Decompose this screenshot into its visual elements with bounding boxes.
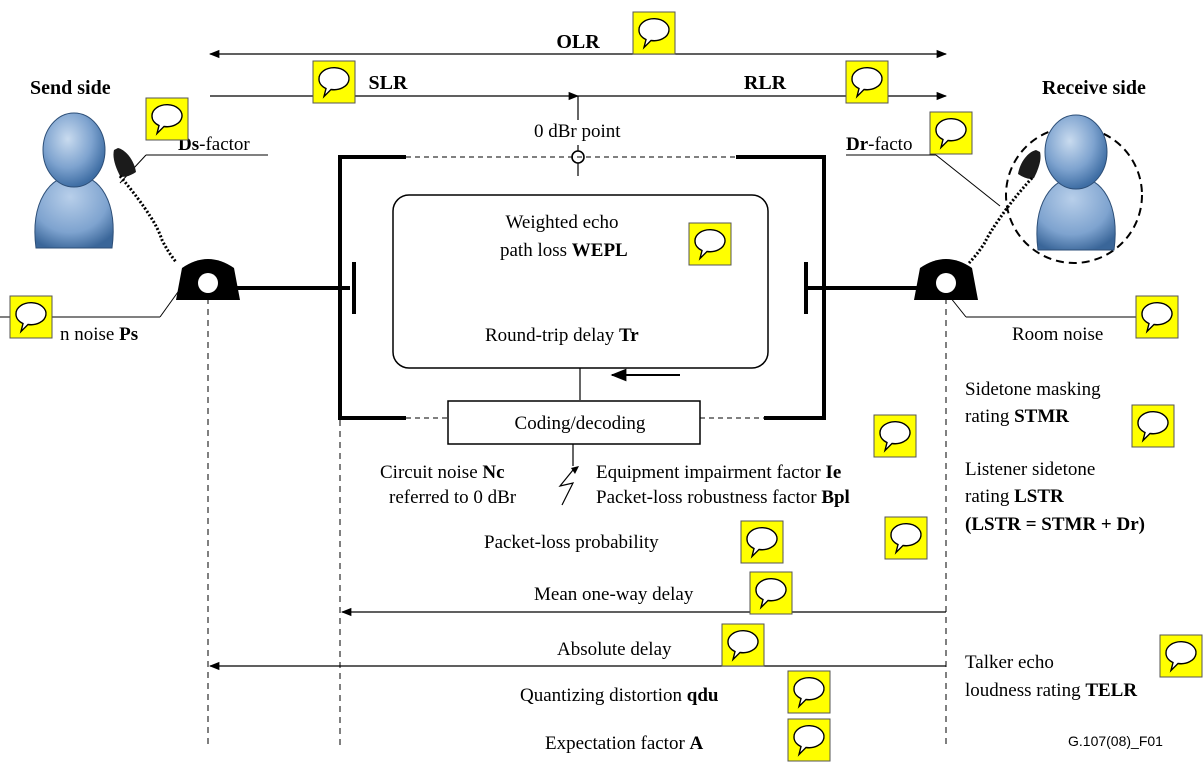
comment-note-icon[interactable] bbox=[787, 718, 831, 762]
round-trip-label: Round-trip delay Tr bbox=[485, 325, 639, 346]
zero-dbr-label: 0 dBr point bbox=[534, 121, 621, 142]
comment-note-icon[interactable] bbox=[749, 571, 793, 615]
wepl-line1: Weighted echo bbox=[506, 212, 619, 233]
wepl-line2: path loss WEPL bbox=[500, 240, 628, 261]
dr-factor-label: Dr-facto bbox=[846, 134, 912, 155]
olr-arrow: OLR bbox=[208, 31, 948, 59]
rlr-label: RLR bbox=[744, 72, 787, 94]
stmr-line1: Sidetone masking bbox=[965, 379, 1101, 400]
quantizing-label: Quantizing distortion qdu bbox=[520, 685, 719, 706]
comment-note-icon[interactable] bbox=[145, 97, 189, 141]
ds-factor-label: Ds-factor bbox=[178, 134, 250, 155]
send-side-label: Send side bbox=[30, 77, 111, 99]
comment-note-icon[interactable] bbox=[845, 60, 889, 104]
telr-line2: loudness rating TELR bbox=[965, 680, 1137, 701]
equipment-impairment-label: Equipment impairment factor Ie bbox=[596, 462, 841, 483]
mean-delay-label: Mean one-way delay bbox=[534, 584, 694, 605]
packet-loss-prob-label: Packet-loss probability bbox=[484, 532, 659, 553]
coding-box bbox=[447, 400, 701, 445]
receive-person-icon bbox=[966, 114, 1143, 266]
absolute-delay-label: Absolute delay bbox=[557, 639, 672, 660]
lstr-line2: rating LSTR bbox=[965, 486, 1064, 507]
comment-note-icon[interactable] bbox=[1159, 634, 1203, 678]
lightning-bolt-icon bbox=[558, 469, 575, 506]
lstr-formula: (LSTR = STMR + Dr) bbox=[965, 514, 1145, 535]
circuit-noise-ref: referred to 0 dBr bbox=[389, 487, 517, 508]
slr-arrow: SLR bbox=[210, 72, 580, 101]
send-telephone-icon bbox=[176, 259, 240, 300]
send-person-icon bbox=[34, 112, 178, 263]
receive-side-label: Receive side bbox=[1042, 77, 1146, 99]
receive-room-noise-label: Room noise bbox=[1012, 324, 1103, 345]
comment-note-icon[interactable] bbox=[787, 670, 831, 714]
comment-note-icon[interactable] bbox=[929, 111, 973, 155]
packet-robustness-label: Packet-loss robustness factor Bpl bbox=[596, 487, 850, 508]
comment-note-icon[interactable] bbox=[9, 295, 53, 339]
circuit-noise-label: Circuit noise Nc bbox=[380, 462, 505, 483]
comment-note-icon[interactable] bbox=[740, 520, 784, 564]
comment-note-icon[interactable] bbox=[632, 11, 676, 55]
telr-line1: Talker echo bbox=[965, 652, 1054, 673]
comment-note-icon[interactable] bbox=[721, 623, 765, 667]
comment-note-icon[interactable] bbox=[1135, 295, 1179, 339]
comment-note-icon[interactable] bbox=[1131, 404, 1175, 448]
send-room-noise-label: n noise Ps bbox=[60, 324, 138, 345]
olr-label: OLR bbox=[556, 31, 600, 53]
rlr-arrow: RLR bbox=[578, 72, 948, 101]
figure-id: G.107(08)_F01 bbox=[1068, 733, 1163, 749]
lstr-line1: Listener sidetone bbox=[965, 459, 1095, 480]
comment-note-icon[interactable] bbox=[884, 516, 928, 560]
comment-note-icon[interactable] bbox=[688, 222, 732, 266]
coding-label: Coding/decoding bbox=[515, 413, 646, 434]
expectation-label: Expectation factor A bbox=[545, 733, 704, 754]
slr-label: SLR bbox=[369, 72, 408, 94]
receive-telephone-icon bbox=[914, 259, 978, 300]
comment-note-icon[interactable] bbox=[873, 414, 917, 458]
stmr-line2: rating STMR bbox=[965, 406, 1069, 427]
comment-note-icon[interactable] bbox=[312, 60, 356, 104]
